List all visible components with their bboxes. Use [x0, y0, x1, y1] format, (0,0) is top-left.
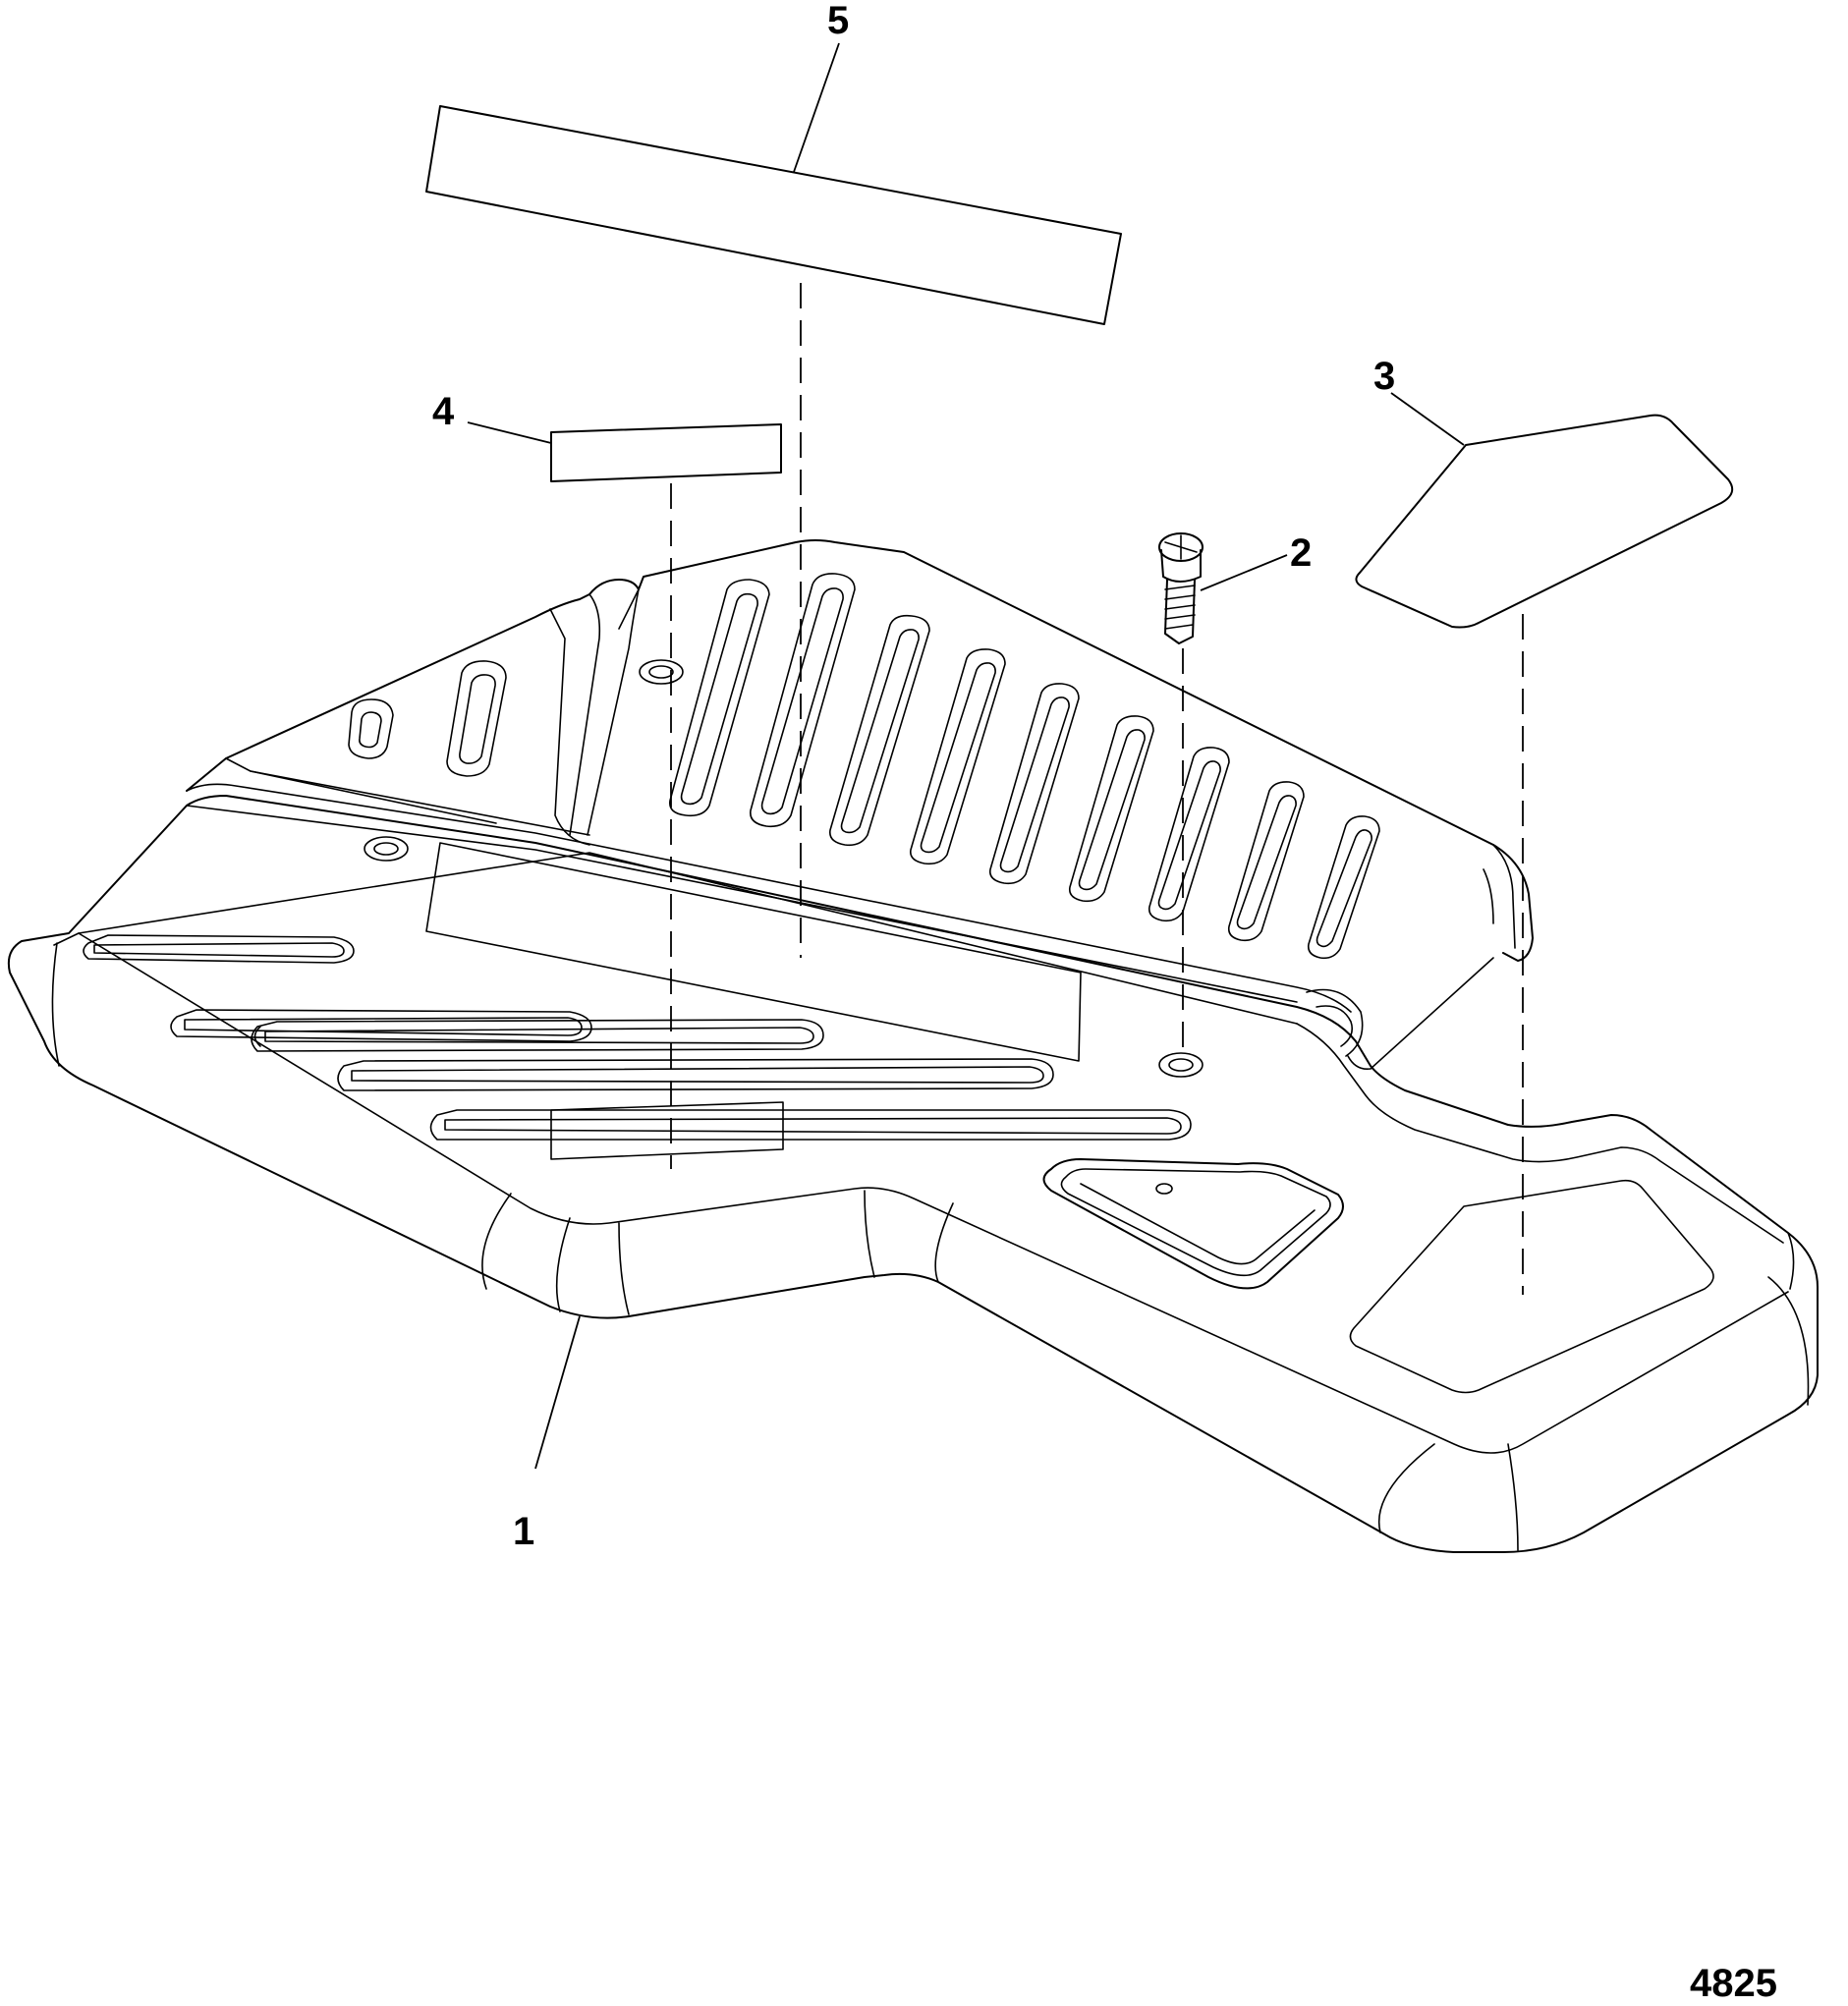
part-5-large-decal	[425, 105, 1122, 325]
callout-2: 2	[1290, 531, 1312, 575]
recess-decal-5	[425, 842, 1082, 1062]
recess-decal-4	[550, 1101, 784, 1160]
callout-labels: 5 4 3 2 1	[432, 0, 1395, 1553]
handle-cutout	[1042, 1158, 1344, 1290]
part-2-screw	[1158, 532, 1204, 644]
part-4-small-decal	[550, 423, 782, 482]
housing-vent-slots	[348, 573, 1380, 960]
part-1-cover	[7, 539, 1819, 1553]
recess-decal-3	[1349, 1179, 1714, 1394]
mounting-holes	[364, 659, 1204, 1078]
figure-number: 4825	[1690, 1962, 1777, 2005]
callout-3: 3	[1373, 355, 1395, 398]
callout-5: 5	[827, 0, 849, 42]
callout-4: 4	[432, 390, 455, 433]
part-3-pad-decal	[1355, 414, 1734, 629]
leader-lines	[467, 42, 1465, 1470]
callout-1: 1	[513, 1510, 534, 1553]
assembly-dashed-lines	[670, 283, 1524, 1295]
deck-grip-slots	[83, 934, 1192, 1141]
